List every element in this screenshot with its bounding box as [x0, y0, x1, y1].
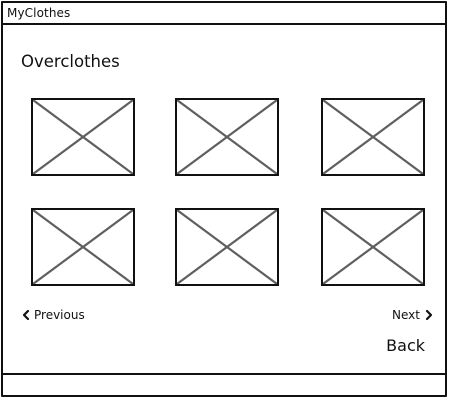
next-label: Next — [392, 308, 420, 322]
image-placeholder-icon — [33, 210, 133, 284]
page-title: Overclothes — [21, 52, 120, 71]
image-placeholder-icon — [323, 210, 423, 284]
image-placeholder-icon — [177, 100, 277, 174]
next-page-link[interactable]: Next — [392, 307, 435, 323]
app-title: MyClothes — [7, 6, 71, 20]
image-placeholder-icon — [33, 100, 133, 174]
clothing-item-4[interactable] — [31, 208, 135, 286]
title-bar: MyClothes — [3, 3, 445, 25]
chevron-left-icon — [20, 308, 32, 322]
clothing-item-2[interactable] — [175, 98, 279, 176]
image-placeholder-icon — [323, 100, 423, 174]
previous-page-link[interactable]: Previous — [20, 307, 85, 323]
footer-bar — [3, 373, 445, 395]
image-placeholder-icon — [177, 210, 277, 284]
clothing-item-5[interactable] — [175, 208, 279, 286]
clothing-item-1[interactable] — [31, 98, 135, 176]
previous-label: Previous — [34, 308, 85, 322]
clothing-item-6[interactable] — [321, 208, 425, 286]
clothing-item-3[interactable] — [321, 98, 425, 176]
back-button[interactable]: Back — [386, 336, 425, 355]
chevron-right-icon — [423, 308, 435, 322]
